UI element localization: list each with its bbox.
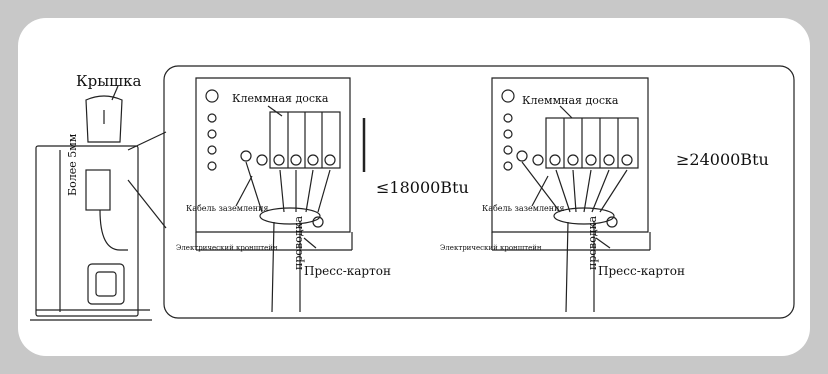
press-carton-label-left: Пресс-картон [304, 264, 391, 278]
bracket-label-left: Электрический кронштейн [176, 244, 278, 252]
outdoor-unit [35, 145, 139, 317]
ground-cable-label-right: Кабель заземления [482, 204, 565, 213]
wiring-label-right: проводка [586, 215, 599, 270]
lid-label: Крышка [76, 72, 142, 90]
diagram-card [18, 18, 810, 356]
terminal-board-label-left: Клеммная доска [232, 92, 329, 105]
lid-shape [85, 95, 123, 143]
press-carton-label-right: Пресс-картон [598, 264, 685, 278]
terminal-board-label-right: Клеммная доска [522, 94, 619, 107]
capacity-label-left: ≤18000Btu [376, 178, 469, 197]
capacity-label-right: ≥24000Btu [676, 150, 769, 169]
ground-cable-label-left: Кабель заземления [186, 204, 269, 213]
callout-frame [163, 65, 795, 319]
bracket-label-right: Электрический кронштейн [440, 244, 542, 252]
wiring-label-left: проводка [292, 215, 305, 270]
spacing-label: Более 5мм [66, 133, 79, 196]
